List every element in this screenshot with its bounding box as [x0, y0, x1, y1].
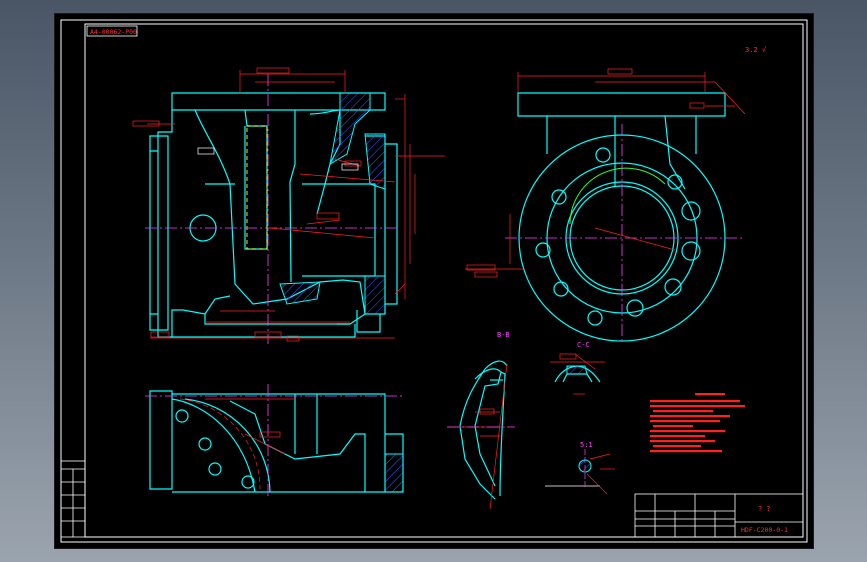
side-view: [517, 92, 726, 342]
front-section-view: [149, 92, 398, 338]
side-center-lines: [505, 124, 745, 344]
front-hatching: [279, 92, 386, 315]
side-accent-arc: [569, 167, 666, 225]
front-dimensions: [147, 70, 445, 339]
front-hidden-lines: [246, 125, 268, 250]
inner-frame: [84, 23, 804, 538]
drawing-number: HDF-C200-0-1: [741, 526, 788, 534]
plan-dimensions: [179, 398, 295, 490]
drawing-sheet: A4-00062-P00 3.2 √: [55, 14, 813, 548]
front-dimension-boxes: [132, 67, 362, 342]
detail-view: [545, 449, 615, 495]
plan-hatching: [384, 453, 404, 493]
roughness-note: 3.2 √: [745, 46, 767, 54]
title-block-title: ? ?: [758, 505, 771, 513]
title-block: [634, 493, 804, 538]
section-cc-label: C-C: [577, 341, 590, 349]
technical-notes: [650, 393, 745, 453]
plan-view: [149, 390, 404, 493]
front-callouts: [197, 147, 359, 171]
top-tag-text: A4-00062-P00: [90, 28, 137, 36]
section-cc-dims: [550, 353, 605, 395]
section-cc-hatch: [566, 365, 588, 375]
revision-table: [60, 460, 86, 538]
detail-scale-label: 5:1: [580, 441, 593, 449]
outer-frame: [60, 19, 808, 543]
side-bolt-holes: [535, 147, 701, 326]
plan-center-lines: [145, 384, 405, 499]
drawing-canvas[interactable]: A4-00062-P00 3.2 √: [55, 14, 813, 548]
side-dimensions: [465, 68, 746, 278]
section-bb-label: B-B: [497, 331, 510, 339]
section-bb: [459, 360, 508, 500]
top-tag: A4-00062-P00: [86, 25, 138, 37]
